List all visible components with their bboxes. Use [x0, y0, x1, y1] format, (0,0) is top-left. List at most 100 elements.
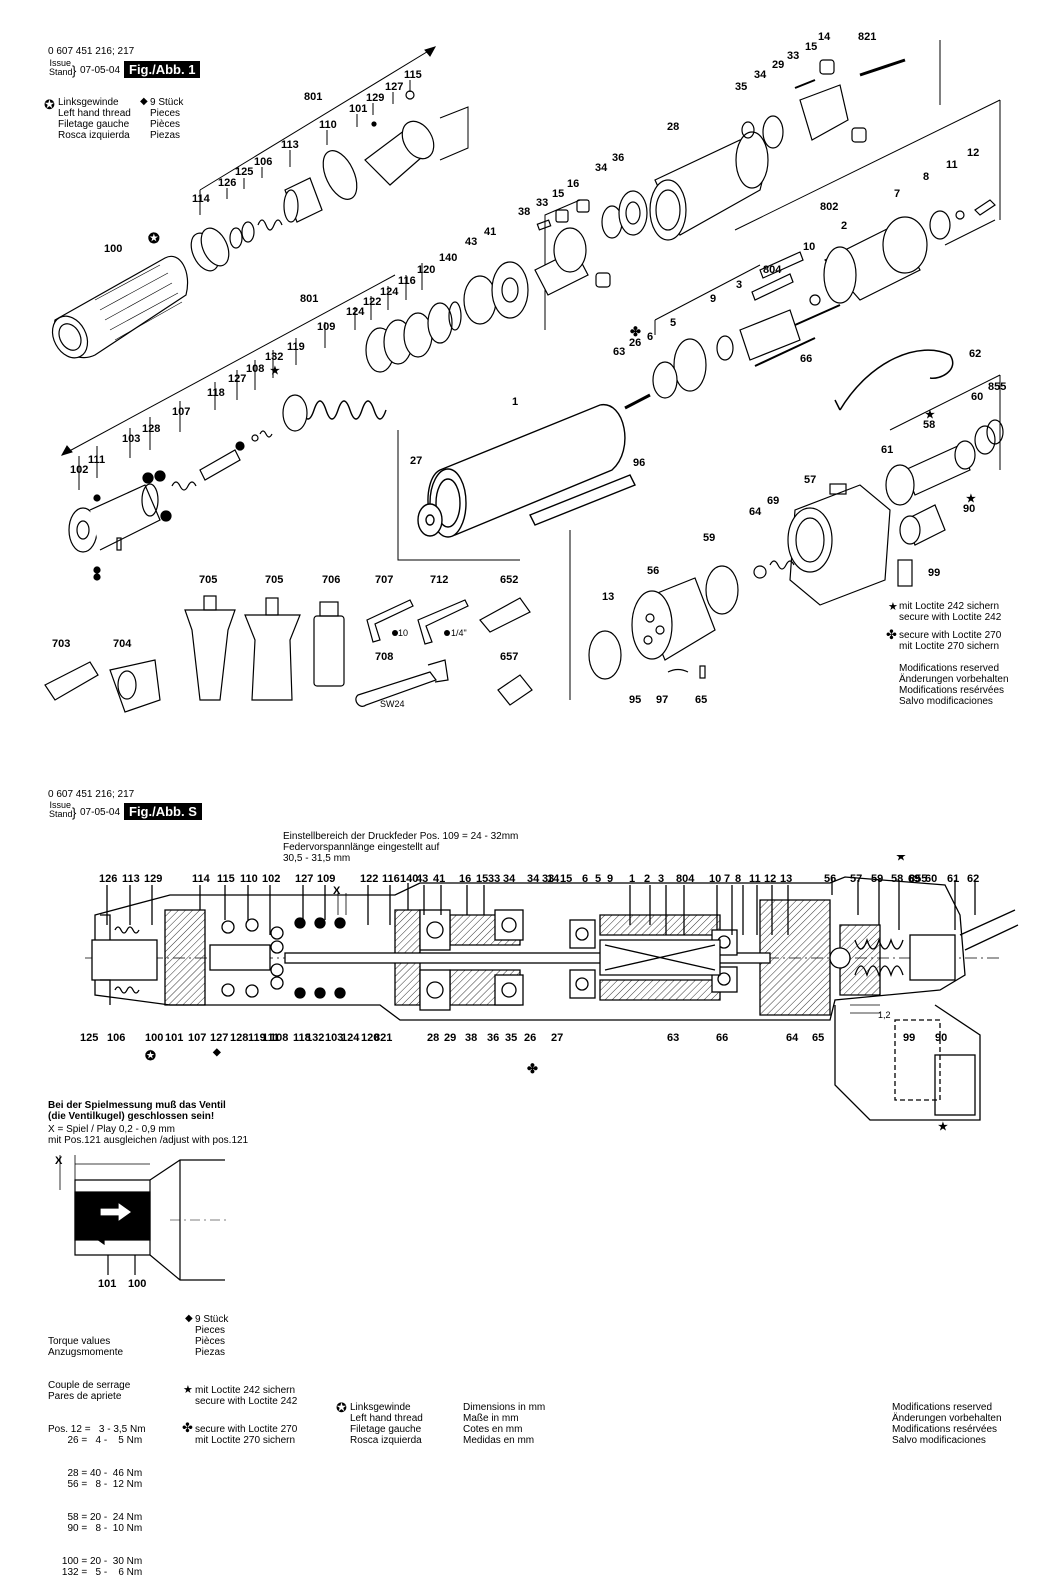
section-label-16: 16 [459, 873, 471, 885]
section-label-28: 28 [427, 1032, 439, 1044]
section-diamond-icon: ◆ [212, 1047, 221, 1058]
part-label-126: 126 [218, 177, 236, 189]
part-label-124: 124 [380, 286, 399, 298]
part-label-33: 33 [536, 197, 548, 209]
part-label-703: 703 [52, 638, 70, 650]
section-label-63: 63 [667, 1032, 679, 1044]
clover-marker-26-icon: ✤ [630, 324, 641, 339]
part-label-111: 111 [88, 454, 105, 466]
part-label-16: 16 [567, 178, 579, 190]
section-label-27: 27 [551, 1032, 563, 1044]
section-dim-12-label: 1,2 [878, 1010, 891, 1020]
section-label-90: 90 [935, 1032, 947, 1044]
part-label-29: 29 [772, 59, 784, 71]
diamond-icon: ◆ [140, 96, 148, 107]
part-label-96: 96 [633, 457, 645, 469]
part-label-140: 140 [439, 252, 457, 264]
star-icon-bottom: ★ [183, 1384, 193, 1396]
part-label-57: 57 [804, 474, 816, 486]
part-label-712: 712 [430, 574, 448, 586]
section-label-10: 10 [709, 873, 721, 885]
wrench-sw24-label: SW24 [380, 699, 405, 709]
part-label-657: 657 [500, 651, 518, 663]
part-label-114: 114 [192, 193, 211, 205]
part-label-128: 128 [142, 423, 160, 435]
part-label-7: 7 [894, 188, 900, 200]
star-icon: ★ [888, 601, 898, 613]
section-label-115: 115 [217, 873, 235, 885]
section-star-58-icon: ★ [896, 855, 906, 863]
part-label-10: 10 [803, 241, 815, 253]
section-label-62: 62 [967, 873, 979, 885]
part-label-801: 801 [300, 293, 318, 305]
part-label-11: 11 [946, 159, 958, 171]
part-label-107: 107 [172, 406, 190, 418]
section-label-33: 33 [488, 873, 500, 885]
section-label-5: 5 [595, 873, 601, 885]
part-label-116: 116 [398, 275, 416, 287]
section-label-26: 26 [524, 1032, 536, 1044]
part-label-100: 100 [104, 243, 122, 255]
part-label-1: 1 [512, 396, 518, 408]
part-label-704: 704 [113, 638, 132, 650]
part-label-90: 90 [963, 503, 975, 515]
left-thread-marker-icon: ✪ [148, 230, 160, 246]
section-label-132: 132 [306, 1032, 324, 1044]
section-label-36: 36 [487, 1032, 499, 1044]
part-label-38: 38 [518, 206, 530, 218]
section-label-106: 106 [107, 1032, 125, 1044]
section-x-label: X [333, 885, 341, 897]
section-label-125: 125 [80, 1032, 98, 1044]
part-label-43: 43 [465, 236, 477, 248]
part-label-3: 3 [736, 279, 742, 291]
part-label-33: 33 [787, 50, 799, 62]
section-label-127: 127 [210, 1032, 228, 1044]
section-label-8: 8 [735, 873, 741, 885]
section-label-29: 29 [444, 1032, 456, 1044]
part-number-bottom: 0 607 451 216; 217 [48, 789, 135, 800]
section-label-821: 821 [374, 1032, 392, 1044]
section-label-3: 3 [658, 873, 664, 885]
section-label-43: 43 [416, 873, 428, 885]
section-label-119: 119 [248, 1032, 266, 1044]
part-label-802: 802 [820, 201, 838, 213]
section-label-9: 9 [607, 873, 613, 885]
part-label-64: 64 [749, 506, 762, 518]
part-label-804: 804 [763, 264, 782, 276]
part-number-top: 0 607 451 216; 217 [48, 46, 135, 57]
section-label-59: 59 [871, 873, 883, 885]
part-label-708: 708 [375, 651, 393, 663]
section-label-6: 6 [582, 873, 588, 885]
valve-note: Bei der Spielmessung muß das Ventil (die… [48, 1100, 226, 1122]
part-label-6: 6 [647, 331, 653, 343]
play-note: X = Spiel / Play 0,2 - 0,9 mm mit Pos.12… [48, 1124, 249, 1146]
section-label-120: 120 [361, 1032, 379, 1044]
part-label-62: 62 [969, 348, 981, 360]
date-top: 07-05-04 [80, 65, 121, 76]
part-label-8: 8 [923, 171, 929, 183]
section-label-102: 102 [262, 873, 280, 885]
section-label-122: 122 [360, 873, 378, 885]
part-label-59: 59 [703, 532, 715, 544]
part-label-132: 132 [265, 351, 283, 363]
part-label-855: 855 [988, 381, 1006, 393]
part-label-103: 103 [122, 433, 140, 445]
section-label-60: 60 [925, 873, 937, 885]
section-label-14: 14 [547, 873, 560, 885]
part-label-127: 127 [228, 373, 246, 385]
part-label-15: 15 [805, 41, 817, 53]
section-label-35: 35 [505, 1032, 517, 1044]
section-label-103: 103 [325, 1032, 343, 1044]
detail-100-label: 100 [128, 1278, 146, 1290]
part-label-41: 41 [484, 226, 496, 238]
part-label-108: 108 [246, 363, 264, 375]
part-label-34: 34 [754, 69, 767, 81]
